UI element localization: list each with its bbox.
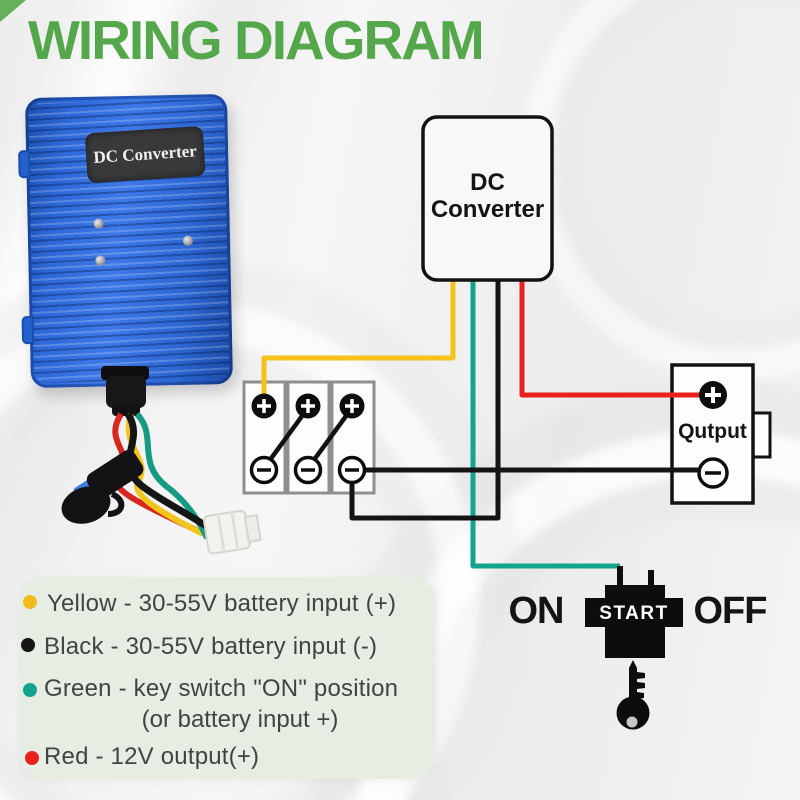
switch-start-label: START (599, 603, 669, 624)
legend-item: Green - key switch "ON" position (44, 675, 399, 702)
switch-off-label: OFF (693, 590, 768, 632)
battery-terminals (249, 393, 367, 485)
battery-cell (286, 380, 331, 495)
battery-cell (330, 380, 376, 495)
product-nameplate: DC Converter (84, 125, 206, 184)
mounting-tab (18, 150, 31, 179)
background-swirl (520, 0, 800, 380)
plus-terminal-icon (339, 393, 365, 419)
converter-line1: DC (470, 169, 505, 196)
legend-item: Yellow - 30-55V battery input (+) (47, 590, 397, 617)
fuse-holder (73, 450, 144, 508)
minus-terminal-icon (337, 455, 367, 485)
legend-item-line2: (or battery input +) (141, 706, 339, 733)
battery-bank (242, 380, 376, 495)
page-title: WIRING DIAGRAM (28, 9, 485, 71)
legend-item: Black - 30-55V battery input (-) (44, 633, 378, 660)
white-connector (203, 509, 262, 555)
switch-on-label: ON (508, 590, 565, 632)
green-wire (470, 278, 620, 569)
legend-dot-black (21, 638, 35, 652)
minus-terminal-icon (697, 457, 729, 489)
converter-line2: Converter (430, 196, 545, 223)
key-icon (616, 660, 650, 730)
legend-dot-red (25, 751, 39, 765)
legend-dot-yellow (23, 595, 37, 609)
corner-accent-triangle (0, 0, 26, 22)
series-link (265, 410, 307, 466)
battery-cell (242, 380, 287, 495)
plus-terminal-icon (295, 393, 321, 419)
wire-harness (61, 366, 262, 555)
minus-terminal-icon (249, 455, 279, 485)
red-wire (519, 278, 700, 398)
mounting-tab (21, 316, 35, 345)
plus-terminal-icon (699, 381, 727, 409)
converter-box-label: DC Converter (423, 169, 552, 223)
legend-item: Red - 12V output(+) (44, 743, 260, 770)
legend-dot-green (23, 683, 37, 697)
series-link (309, 410, 351, 466)
dc-converter-product-photo: DC Converter (18, 93, 234, 389)
yellow-wire (261, 278, 456, 395)
plus-terminal-icon (251, 393, 277, 419)
minus-terminal-icon (293, 455, 323, 485)
black-battery-wire (349, 278, 501, 521)
wire-runs (261, 278, 701, 569)
output-box-label: Qutput (678, 420, 747, 443)
rubber-cap (61, 486, 111, 524)
